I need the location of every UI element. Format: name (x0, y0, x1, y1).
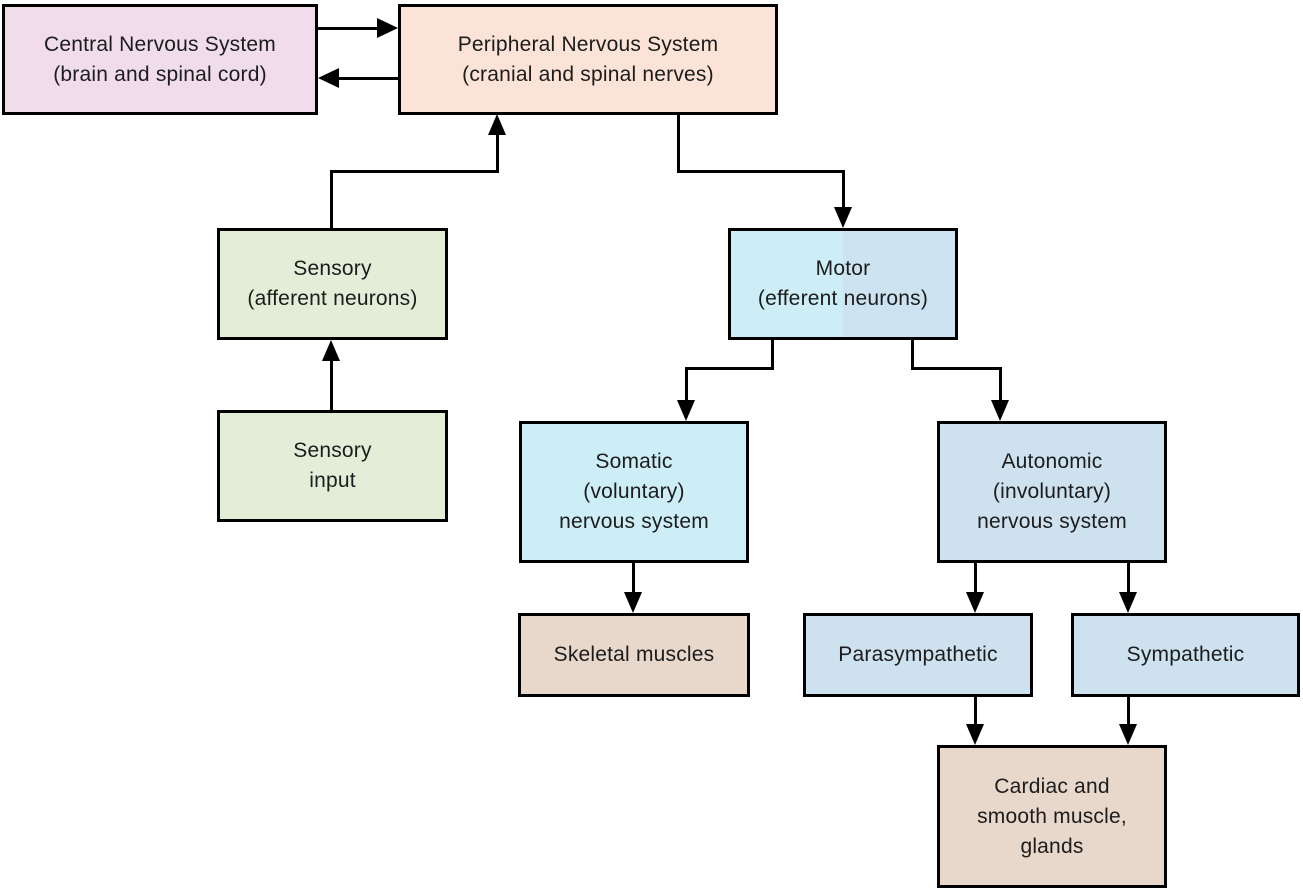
connector-parasympathetic-to-cardiac-stem (974, 697, 977, 725)
node-parasympathetic: Parasympathetic (803, 613, 1033, 697)
connector-motor-to-somatic-stem (685, 367, 688, 401)
arrowhead-pns-to-motor (834, 207, 852, 228)
connector-sensory-to-pns-run (330, 170, 499, 173)
arrowhead-motor-to-somatic (677, 400, 695, 421)
arrowhead-sensory-to-pns (488, 114, 506, 135)
node-parasympathetic-label: Parasympathetic (838, 643, 998, 666)
connector-autonomic-to-sympathetic-stem (1127, 563, 1130, 593)
node-pns: Peripheral Nervous System (cranial and s… (398, 4, 778, 115)
node-motor-label: Motor (efferent neurons) (757, 257, 929, 310)
node-somatic: Somatic (voluntary) nervous system (519, 421, 749, 563)
node-somatic-label: Somatic (voluntary) nervous system (559, 450, 709, 533)
arrowhead-motor-to-autonomic (991, 400, 1009, 421)
arrowhead-input-to-sensory (322, 340, 340, 361)
connector-motor-to-somatic-run (685, 367, 774, 370)
node-skeletal-muscles-label: Skeletal muscles (553, 643, 715, 666)
node-autonomic-label: Autonomic (involuntary) nervous system (977, 450, 1127, 533)
node-cns: Central Nervous System (brain and spinal… (2, 4, 318, 115)
connector-sympathetic-to-cardiac-stem (1127, 697, 1130, 725)
node-sensory: Sensory (afferent neurons) (217, 228, 448, 340)
node-sympathetic-label: Sympathetic (1126, 643, 1245, 666)
node-autonomic: Autonomic (involuntary) nervous system (937, 421, 1167, 563)
node-motor: Motor (efferent neurons) (728, 228, 958, 340)
connector-pns-to-motor-drop (677, 115, 680, 173)
connector-sensory-to-pns-stem (496, 133, 499, 173)
node-sensory-input-label: Sensory input (293, 439, 372, 492)
connector-pns-to-motor-stem (842, 170, 845, 208)
connector-motor-to-autonomic-stem (999, 367, 1002, 401)
node-sympathetic: Sympathetic (1071, 613, 1300, 697)
arrowhead-pns-to-cns (318, 68, 339, 88)
connector-autonomic-to-parasympathetic-stem (974, 563, 977, 593)
arrowhead-autonomic-to-parasympathetic (966, 592, 984, 613)
connector-sensory-to-pns-riser (330, 170, 333, 228)
connector-pns-to-cns (335, 77, 398, 80)
connector-motor-to-autonomic-run (911, 367, 1002, 370)
node-cns-label: Central Nervous System (brain and spinal… (44, 32, 276, 86)
arrowhead-somatic-to-skeletal (624, 592, 642, 613)
connector-input-to-sensory-stem (330, 360, 333, 410)
node-cardiac-label: Cardiac and smooth muscle, glands (977, 774, 1127, 858)
motor-left-fill (731, 231, 843, 337)
connector-motor-to-somatic-drop (771, 340, 774, 370)
connector-cns-to-pns (318, 27, 382, 30)
node-skeletal-muscles: Skeletal muscles (518, 613, 750, 697)
node-sensory-label: Sensory (afferent neurons) (247, 257, 418, 310)
node-pns-label: Peripheral Nervous System (cranial and s… (457, 32, 719, 86)
arrowhead-parasympathetic-to-cardiac (966, 724, 984, 745)
node-cardiac: Cardiac and smooth muscle, glands (937, 745, 1167, 888)
node-sensory-input: Sensory input (217, 410, 448, 522)
connector-motor-to-autonomic-drop (911, 340, 914, 370)
motor-right-fill (843, 231, 955, 337)
arrowhead-autonomic-to-sympathetic (1119, 592, 1137, 613)
arrowhead-sympathetic-to-cardiac (1119, 724, 1137, 745)
arrowhead-cns-to-pns (377, 18, 398, 38)
connector-somatic-to-skeletal-stem (632, 563, 635, 593)
connector-pns-to-motor-run (677, 170, 845, 173)
